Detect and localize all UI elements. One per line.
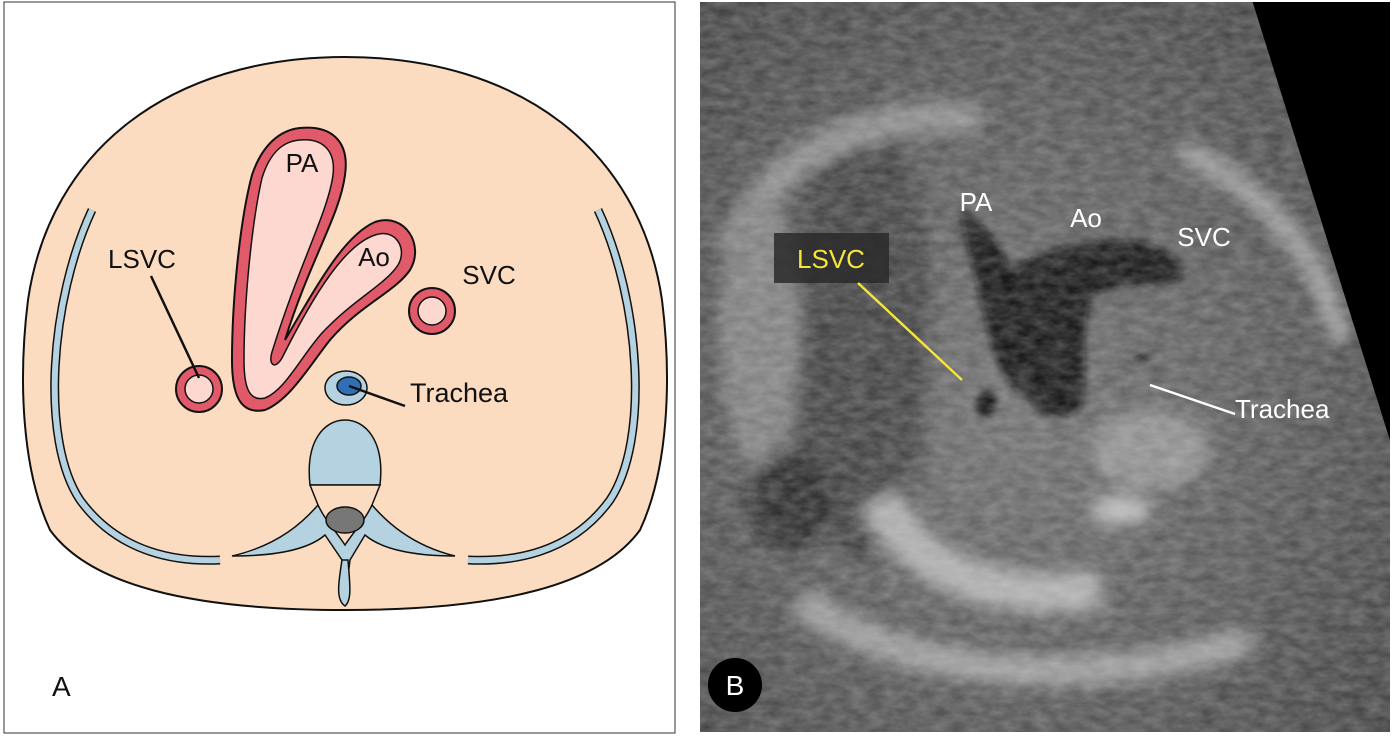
- us-label-ao: Ao: [1070, 203, 1102, 233]
- label-pa: PA: [286, 148, 319, 178]
- panel-a-diagram: PA Ao LSVC SVC Trachea A: [3, 1, 676, 734]
- trachea: [324, 370, 368, 406]
- lsvc-vessel: [175, 365, 223, 413]
- panel-b-ultrasound: LSVC PA Ao SVC Trachea B: [700, 2, 1390, 732]
- us-label-trachea: Trachea: [1235, 394, 1330, 424]
- svc-vessel: [408, 287, 456, 335]
- label-svc: SVC: [462, 260, 515, 290]
- scan-sector-edge: [1252, 2, 1390, 441]
- us-lsvc-leader-line: [857, 282, 963, 381]
- us-label-pa: PA: [960, 187, 993, 217]
- panel-b-letter: B: [726, 670, 745, 701]
- us-trachea-leader-line: [1149, 383, 1236, 416]
- pa-ao-vessels: [230, 126, 416, 412]
- us-label-svc: SVC: [1177, 222, 1230, 252]
- vertebra: [231, 419, 456, 607]
- lsvc-label-box: [774, 233, 889, 283]
- label-trachea: Trachea: [410, 378, 509, 408]
- trachea-leader-line: [348, 384, 406, 408]
- thorax-outline: [22, 55, 668, 612]
- panel-a-letter: A: [52, 671, 71, 702]
- us-label-lsvc: LSVC: [797, 244, 865, 274]
- label-ao: Ao: [358, 242, 390, 272]
- label-lsvc: LSVC: [108, 244, 176, 274]
- lsvc-leader-line: [149, 275, 201, 379]
- panel-b-letter-badge: [708, 658, 762, 712]
